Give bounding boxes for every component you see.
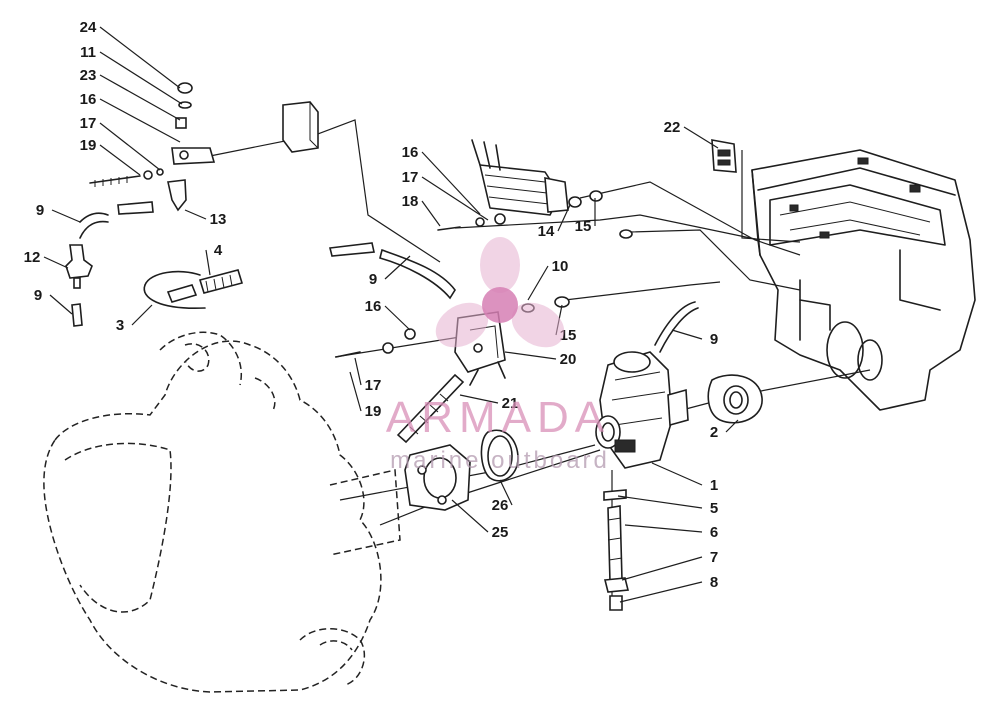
callout-label-c5: 5 [710,500,718,517]
callout-leader-c12 [43,256,69,269]
callout-label-c22: 22 [664,119,681,136]
callout-label-c4: 4 [214,242,223,259]
carburetor-group [404,351,763,611]
callout-leader-c5 [617,495,703,509]
callout-leader-c8 [619,581,703,603]
callout-label-c19a: 19 [80,137,97,154]
callout-leader-c19a [99,144,141,176]
callout-label-c18: 18 [402,193,419,210]
callout-leader-c9c [384,255,411,280]
callout-label-c11: 11 [80,44,96,61]
watermark-subtitle: marine outboard [390,447,610,474]
callout-label-c9a: 9 [36,202,44,219]
callout-label-c14: 14 [538,223,555,240]
callout-leader-c19b [349,371,362,412]
callout-leader-c16a [99,98,181,143]
watermark-title: ARMADA [386,393,610,442]
callout-label-c16c: 16 [365,298,382,315]
motor-housing [751,149,976,411]
callout-label-c20: 20 [560,351,577,368]
callout-leader-lines [43,26,739,603]
callout-leader-c6 [624,524,703,533]
callout-leader-c20 [504,351,557,360]
callout-leader-c9b [49,294,73,315]
callout-label-c13: 13 [210,211,227,228]
callout-leader-c23 [99,74,181,121]
callout-leader-c7 [621,556,703,581]
callout-label-c9c: 9 [369,271,377,288]
callout-label-c9d: 9 [710,331,718,348]
propeller-logo-icon [435,237,565,348]
callout-leader-c17a [99,122,161,171]
armada-watermark: ARMADA marine outboard [386,237,610,474]
callout-label-c3: 3 [116,317,124,334]
callout-label-c12: 12 [24,249,41,266]
callout-leader-c1 [651,462,703,486]
callout-label-c15a: 15 [575,218,592,235]
callout-label-c23: 23 [80,67,97,84]
callout-label-c25: 25 [492,524,509,541]
callout-label-c7: 7 [710,549,718,566]
callout-label-c6: 6 [710,524,718,541]
choke-linkage-group [65,82,319,327]
callout-label-c1: 1 [710,477,718,494]
callout-label-c16a: 16 [80,91,97,108]
callout-leader-c14 [557,204,571,232]
callout-label-c9b: 9 [34,287,42,304]
callout-leader-c10 [527,265,549,301]
callout-label-c16b: 16 [402,144,419,161]
callout-leader-c2 [725,419,739,433]
callout-leader-c22 [683,126,719,149]
engine-block-outline [43,331,401,693]
callout-leader-c9a [51,209,81,223]
callout-label-c8: 8 [710,574,718,591]
callout-label-c26: 26 [492,497,509,514]
callout-label-c21: 21 [502,395,519,412]
callout-leader-c3 [131,304,153,326]
callout-leader-c16b [421,151,481,215]
callout-label-c10: 10 [552,258,569,275]
callout-leader-c25 [451,499,489,533]
callout-label-c24: 24 [80,19,97,36]
callout-leader-c17c [354,357,362,386]
callout-leader-c13 [184,209,207,220]
callout-leader-c21 [459,394,499,404]
callout-label-c19b: 19 [365,403,382,420]
callout-leader-c26 [499,479,513,506]
callout-leader-c4 [205,249,211,276]
callout-leader-c9d [671,329,703,340]
callout-leader-c18 [421,200,441,227]
callout-label-c17b: 17 [402,169,419,186]
callout-leader-c24 [99,26,181,89]
callout-leader-c11 [99,51,183,105]
callout-label-c2: 2 [710,424,718,441]
decal-label-22 [711,139,737,173]
callout-leader-c17b [421,176,489,221]
callout-leader-c16c [384,305,411,331]
callout-label-c17a: 17 [80,115,97,132]
callout-label-c17c: 17 [365,377,382,394]
